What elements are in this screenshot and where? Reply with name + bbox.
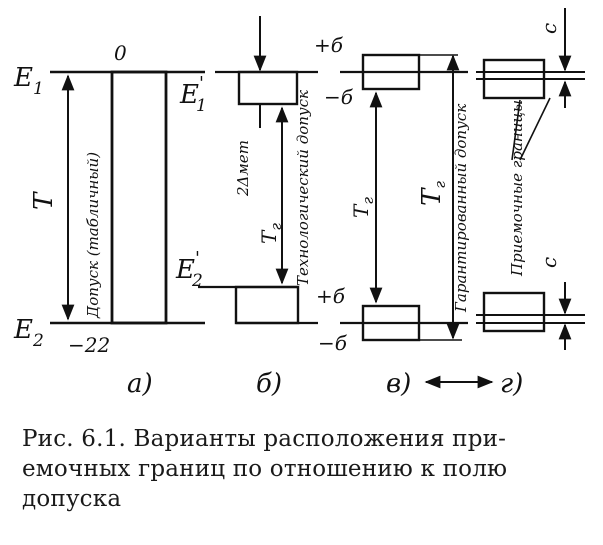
pointer-2 bbox=[519, 97, 551, 161]
t-r-label: Тг bbox=[257, 223, 285, 244]
caption-line-1: Рис. 6.1. Варианты расположения при- bbox=[22, 426, 507, 452]
panel-v-label: в) bbox=[386, 369, 411, 399]
plus-b-top-label: +б bbox=[314, 33, 344, 57]
zero-label: 0 bbox=[114, 41, 127, 65]
panel-v: +б −б +б −б Тг Тг Гарантированный допуск bbox=[314, 33, 470, 355]
tolerance-diagram: E1 E2 0 −22 T Допуск (табличный) E'1 E'2… bbox=[13, 8, 585, 399]
c-bottom-label: с bbox=[537, 257, 561, 268]
delta-met-label: 2Δмет bbox=[234, 140, 252, 197]
caption-line-2: емочных границ по отношению к полю bbox=[22, 456, 508, 482]
t-label: T bbox=[29, 191, 59, 210]
panel-a-label: а) bbox=[127, 369, 153, 399]
minus-b-bot-label: −б bbox=[318, 331, 348, 355]
panel-b: E'1 E'2 2Δмет Тг Технологический допуск bbox=[175, 16, 318, 325]
panel-g: с с Приемочные границы bbox=[476, 8, 585, 350]
c-top-label: с bbox=[537, 23, 561, 34]
e1p-label: E'1 bbox=[179, 73, 207, 116]
e2p-label: E'2 bbox=[175, 248, 203, 291]
pointer-1 bbox=[511, 99, 521, 161]
guaranteed-tolerance-label: Гарантированный допуск bbox=[452, 104, 470, 313]
lower-acceptance-rect-g bbox=[482, 291, 546, 333]
minus-b-top-label: −б bbox=[324, 85, 354, 109]
lower-manuf-rect bbox=[234, 285, 300, 325]
plus-b-bot-label: +б bbox=[316, 284, 346, 308]
t-c-label: Тг bbox=[417, 181, 449, 206]
t-r-label-v: Тг bbox=[349, 197, 377, 218]
upper-acceptance-rect bbox=[361, 53, 421, 91]
upper-manuf-rect bbox=[237, 70, 299, 106]
upper-acceptance-rect-g bbox=[482, 58, 546, 100]
tech-tolerance-label: Технологический допуск bbox=[294, 90, 312, 286]
figure-caption: Рис. 6.1. Варианты расположения при- емо… bbox=[22, 424, 590, 514]
e1-label: E1 bbox=[13, 63, 44, 99]
panel-a: E1 E2 0 −22 T Допуск (табличный) bbox=[13, 41, 205, 357]
tolerance-field-rect bbox=[110, 70, 168, 325]
caption-line-3: допуска bbox=[22, 486, 122, 512]
panel-b-label: б) bbox=[256, 369, 282, 399]
panel-g-label: г) bbox=[500, 369, 523, 399]
acceptance-limits-label: Приемочные границы bbox=[508, 100, 526, 277]
table-tolerance-label: Допуск (табличный) bbox=[84, 152, 102, 319]
minus22-label: −22 bbox=[68, 333, 110, 357]
e2-label: E2 bbox=[13, 315, 44, 351]
lower-acceptance-rect bbox=[361, 304, 421, 342]
